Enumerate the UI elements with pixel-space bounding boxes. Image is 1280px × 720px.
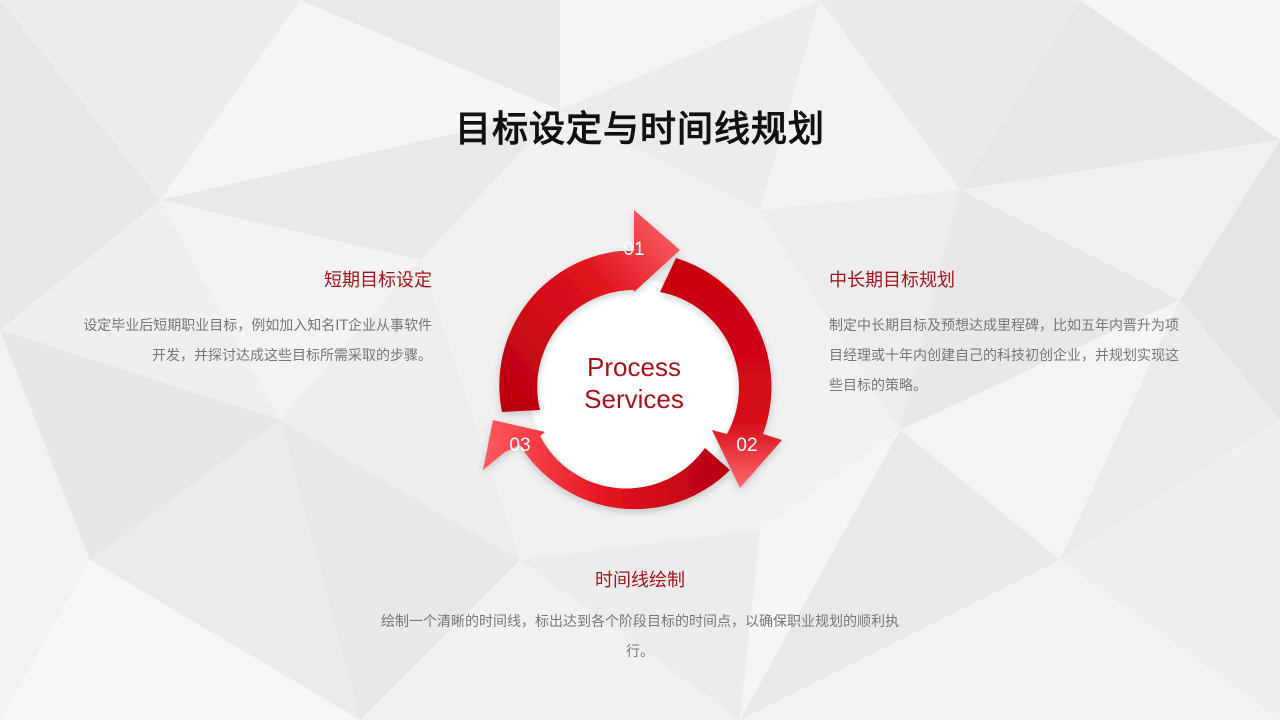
step-number-01: 01 [623, 239, 645, 260]
short-term-goal-heading: 短期目标设定 [324, 270, 432, 291]
center-label-line2: Services [584, 384, 684, 414]
long-term-goal-heading: 中长期目标规划 [829, 270, 955, 291]
long-term-goal-text: 制定中长期目标及预想达成里程碑，比如五年内晋升为项目经理或十年内创建自己的科技初… [829, 318, 1179, 394]
short-term-goal-text: 设定毕业后短期职业目标，例如加入知名IT企业从事软件开发，并探讨达成这些目标所需… [83, 318, 432, 364]
center-label-line1: Process [587, 352, 681, 382]
cycle-segment-3 [483, 420, 730, 510]
cycle-center-label: Process Services [534, 351, 734, 415]
timeline-text: 绘制一个清晰的时间线，标出达到各个阶段目标的时间点，以确保职业规划的顺利执行。 [381, 614, 899, 660]
cycle-segment-1 [499, 210, 680, 412]
page-title: 目标设定与时间线规划 [454, 109, 825, 150]
timeline-heading: 时间线绘制 [595, 570, 685, 591]
process-cycle-diagram [483, 210, 782, 510]
step-number-03: 03 [509, 435, 531, 456]
cycle-segment-2 [660, 258, 782, 488]
step-number-02: 02 [736, 435, 758, 456]
